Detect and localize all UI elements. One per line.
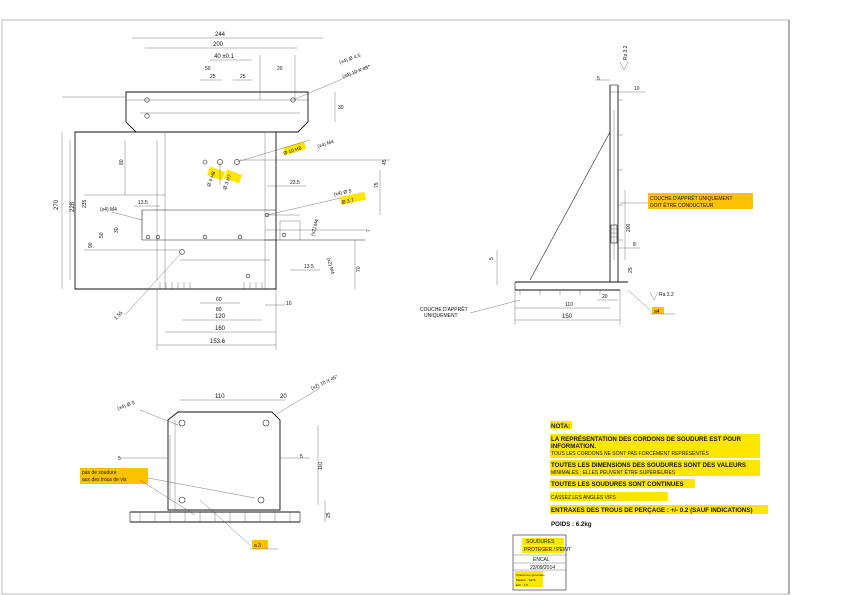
front-dim-20: 20 bbox=[280, 394, 287, 400]
front-dim-5b: 5 bbox=[300, 454, 303, 460]
dim-40: 40 ±0.1 bbox=[214, 54, 235, 60]
dim-80b: 80 bbox=[216, 307, 222, 313]
callout-m4-left: (x4) M4 bbox=[100, 207, 117, 213]
dim-200: 200 bbox=[213, 42, 224, 48]
side-view: Rz 3.2 5 10 200 8 25 5 20 110 150 bbox=[420, 45, 753, 325]
side-dim-110: 110 bbox=[565, 302, 573, 308]
dim-90: 90 bbox=[88, 242, 94, 248]
front-callout-x4: (x4) Ø 9 bbox=[117, 400, 136, 412]
dim-244: 244 bbox=[215, 32, 226, 38]
front-dim-110: 110 bbox=[215, 394, 225, 400]
weld-note-1: pas de soudure bbox=[82, 470, 117, 476]
callout-chamfer: (x4) 10 X 45° bbox=[342, 64, 372, 80]
front-dim-25: 25 bbox=[326, 512, 332, 518]
dim-120: 120 bbox=[215, 314, 226, 320]
callout-3h7: Ø 3 H7 bbox=[222, 174, 233, 191]
conductor-note: COUCHE D'APPRÊT UNIQUEMENT bbox=[650, 194, 733, 202]
side-dim-200: 200 bbox=[626, 223, 632, 232]
tb-r3: ENCAL bbox=[533, 557, 550, 563]
tb-r1: SOUDURES bbox=[526, 539, 555, 545]
note-1a: LA REPRÉSENTATION DES CORDONS DE SOUDURE… bbox=[551, 435, 742, 443]
tb-r5: Tolérances générales bbox=[516, 573, 545, 577]
dim-60: 60 bbox=[216, 297, 222, 303]
note-2a: TOUTES LES DIMENSIONS DES SOUDURES SONT … bbox=[551, 462, 746, 469]
tb-r6: Matière : S235 bbox=[516, 578, 536, 582]
dim-13-5b: 13.5 bbox=[304, 264, 314, 270]
dim-228: 228 bbox=[70, 201, 76, 212]
ra-roughness: Ra 3.2 bbox=[659, 292, 674, 298]
side-dim-20: 20 bbox=[602, 294, 608, 300]
callout-10h8: Ø 10 H8 bbox=[283, 145, 303, 157]
side-dim-5b: 5 bbox=[489, 257, 495, 260]
dim-160: 160 bbox=[215, 326, 226, 332]
dim-50: 50 bbox=[205, 66, 211, 72]
notes-block: NOTA: LA REPRÉSENTATION DES CORDONS DE S… bbox=[550, 421, 768, 528]
front-callout-x2: (x2) 10 X 45° bbox=[310, 374, 339, 392]
dim-20: 20 bbox=[277, 66, 283, 72]
front-dim-110v: 110 bbox=[318, 462, 324, 470]
dim-70: 70 bbox=[356, 266, 362, 272]
rz-roughness: Rz 3.2 bbox=[623, 45, 629, 60]
dim-80: 80 bbox=[119, 159, 125, 165]
front-dim-5: 5 bbox=[118, 456, 121, 462]
note-1b: INFORMATION. bbox=[551, 443, 596, 450]
side-dim-5: 5 bbox=[597, 76, 600, 82]
dim-23-5: 23.5 bbox=[290, 180, 300, 186]
conductor-note-2: DOIT ÊTRE CONDUCTEUR bbox=[650, 201, 714, 209]
note-5: ENTRAXES DES TROUS DE PERÇAGE : +/- 0.2 … bbox=[551, 507, 753, 514]
notes-title: NOTA: bbox=[551, 423, 570, 430]
note-4: CASSEZ LES ANGLES VIFS bbox=[551, 495, 616, 501]
weld-note-2: aux des trous de vis bbox=[82, 477, 127, 483]
dim-25b: 25 bbox=[240, 74, 246, 80]
title-block: SOUDURES PROTEGER / PEINT ENCAL 23/09/20… bbox=[512, 534, 571, 591]
top-view: 244 200 40 ±0.1 50 25 25 20 30 (x4) Ø 4.… bbox=[54, 32, 390, 350]
callout-3-7: Ø 3.7 bbox=[341, 197, 354, 205]
coat-label-2: UNIQUEMENT bbox=[424, 313, 458, 319]
side-dim-25: 25 bbox=[628, 267, 634, 273]
dim-30: 30 bbox=[114, 227, 120, 233]
note-3: TOUTES LES SOUDURES SONT CONTINUES bbox=[551, 481, 684, 488]
dim-45: 45 bbox=[382, 159, 388, 165]
tb-r2: PROTEGER / PEINT bbox=[524, 547, 571, 553]
side-dim-8: 8 bbox=[633, 242, 636, 248]
front-view: 110 20 (x2) 10 X 45° (x4) Ø 9 5 5 110 25… bbox=[80, 374, 339, 550]
callout-m4-right: (x2) M4 bbox=[310, 218, 320, 236]
tb-r4: 23/09/2014 bbox=[530, 565, 555, 571]
dim-10: 10 bbox=[286, 301, 292, 307]
dim-30v: 30 bbox=[338, 105, 344, 111]
tb-r7: Ech : 1:5 bbox=[516, 583, 528, 587]
side-dim-10: 10 bbox=[634, 86, 640, 92]
callout-holes: (x4) Ø 4.5 bbox=[339, 53, 362, 66]
weight: POIDS : 6.2kg bbox=[551, 521, 592, 528]
side-dim-150: 150 bbox=[562, 314, 573, 320]
callout-m4-right2: (x2) M4 bbox=[325, 257, 335, 275]
note-1c: TOUS LES CORDONS NE SONT PAS FORCÉMENT R… bbox=[551, 450, 709, 457]
callout-x4-5: (x4) Ø 5 bbox=[333, 188, 352, 198]
dim-75: 75 bbox=[374, 182, 380, 188]
note-2b: MINIMALES ; ELLES PEUVENT ÊTRE SUPÉRIEUR… bbox=[551, 468, 676, 476]
dim-7: 7 bbox=[366, 229, 372, 232]
front-weld-a3: a 3 bbox=[254, 543, 261, 549]
callout-m4-mid: (x4) M4 bbox=[317, 139, 335, 150]
dim-270: 270 bbox=[54, 199, 60, 210]
dim-235: 235 bbox=[82, 199, 88, 208]
coat-label: COUCHE D'APPRÊT bbox=[420, 305, 468, 313]
dim-153-6: 153.6 bbox=[210, 339, 226, 345]
side-weld-a4: a4 bbox=[654, 309, 660, 315]
dim-13-5: 13.5 bbox=[138, 200, 148, 206]
dim-1-55: 1.55 bbox=[113, 310, 124, 321]
dim-25a: 25 bbox=[210, 74, 216, 80]
callout-4h8: Ø 4 H8 bbox=[206, 171, 217, 188]
dim-50: 50 bbox=[99, 232, 105, 238]
